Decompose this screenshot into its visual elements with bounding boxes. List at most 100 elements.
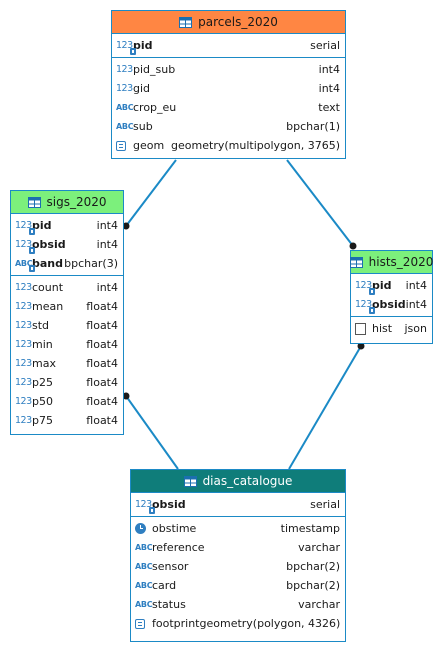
column-type: int4 — [96, 238, 118, 251]
column-row[interactable]: obstime timestamp — [131, 519, 345, 538]
link-hists-dias[interactable] — [288, 345, 362, 470]
number-key-icon: 123 — [15, 220, 35, 235]
column-name: pid — [133, 39, 153, 52]
column-name: p75 — [32, 414, 53, 427]
column-type: int4 — [405, 298, 427, 311]
table-icon — [349, 256, 363, 268]
column-name: sub — [133, 120, 153, 133]
number-icon: 123 — [15, 415, 32, 426]
number-key-icon: 123 — [135, 499, 155, 514]
text-icon: ABC — [116, 103, 134, 112]
table-header[interactable]: hists_2020 — [349, 251, 433, 274]
number-icon: 123 — [15, 320, 32, 331]
link-hists-dias-endpoint — [357, 342, 365, 350]
link-sigs-dias[interactable] — [125, 395, 179, 470]
column-name: mean — [32, 300, 64, 313]
column-name: max — [32, 357, 56, 370]
column-name: sensor — [152, 560, 189, 573]
table-icon — [183, 475, 197, 487]
column-name: footprint — [152, 617, 200, 630]
column-type: bpchar(2) — [286, 560, 340, 573]
column-name: crop_eu — [133, 101, 177, 114]
number-key-icon: 123 — [15, 239, 35, 254]
link-sigs-dias-endpoint — [122, 392, 130, 400]
table-header[interactable]: sigs_2020 — [11, 191, 123, 214]
column-type: float4 — [86, 319, 118, 332]
column-type: float4 — [86, 414, 118, 427]
table-header[interactable]: dias_catalogue — [131, 470, 345, 493]
column-name: obsid — [372, 298, 406, 311]
table-header[interactable]: parcels_2020 — [112, 11, 345, 34]
column-name: hist — [372, 322, 393, 335]
column-type: int4 — [96, 219, 118, 232]
column-name: pid — [372, 279, 392, 292]
link-parcels-hists[interactable] — [286, 159, 354, 247]
number-icon: 123 — [15, 339, 32, 350]
table-title: parcels_2020 — [198, 15, 278, 29]
column-type: timestamp — [280, 522, 340, 535]
link-parcels-sigs-endpoint — [122, 222, 130, 230]
column-type: int4 — [318, 63, 340, 76]
column-type: serial — [310, 39, 340, 52]
link-parcels-sigs[interactable] — [125, 159, 177, 227]
column-type: text — [318, 101, 340, 114]
number-icon: 123 — [15, 358, 32, 369]
table-icon — [179, 16, 193, 28]
column-name: geom — [133, 139, 165, 152]
column-name: obstime — [152, 522, 197, 535]
number-key-icon: 123 — [116, 40, 136, 55]
table-title: dias_catalogue — [202, 474, 293, 488]
column-name: obsid — [32, 238, 66, 251]
columns-section: hist json — [351, 316, 432, 340]
number-icon: 123 — [116, 64, 133, 75]
column-name: obsid — [152, 498, 186, 511]
column-type: geometry(polygon, 4326) — [199, 617, 341, 630]
column-name: status — [152, 598, 186, 611]
column-type: bpchar(2) — [286, 579, 340, 592]
column-name: p50 — [32, 395, 53, 408]
text-icon: ABC — [116, 122, 134, 131]
column-type: json — [404, 322, 428, 335]
column-row[interactable]: hist json — [351, 319, 432, 338]
table-icon — [27, 196, 41, 208]
column-name: min — [32, 338, 53, 351]
column-type: float4 — [86, 376, 118, 389]
text-key-icon: ABC — [15, 259, 36, 272]
number-key-icon: 123 — [355, 280, 375, 295]
column-type: bpchar(1) — [286, 120, 340, 133]
column-type: float4 — [86, 338, 118, 351]
